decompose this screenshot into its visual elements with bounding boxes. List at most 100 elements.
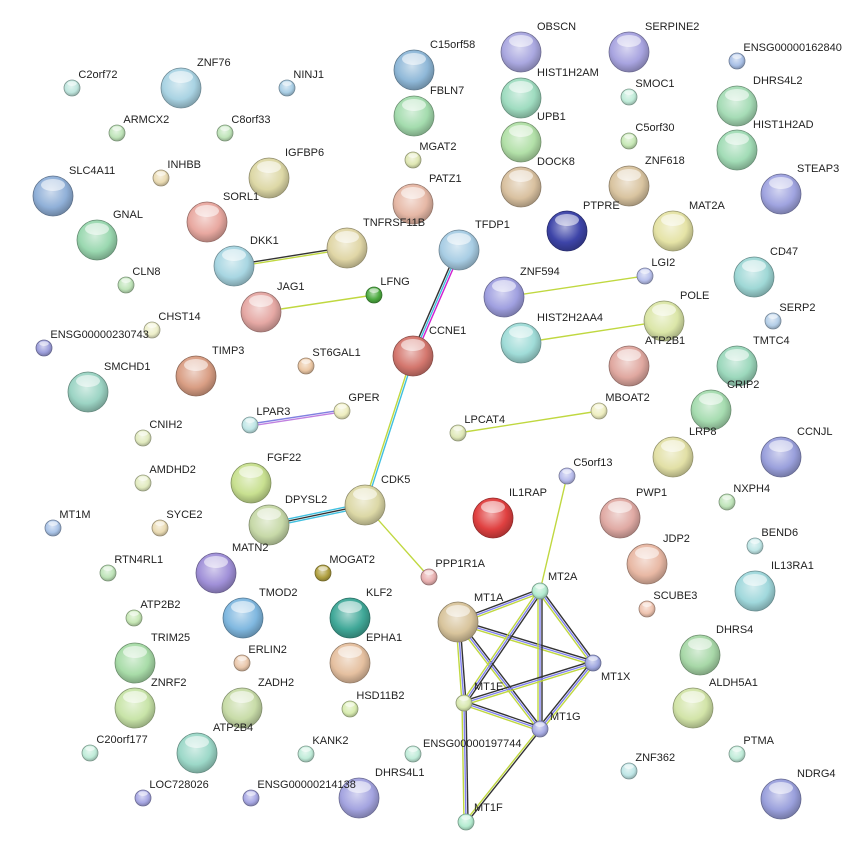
node-label[interactable]: MT1E (474, 681, 504, 693)
node-label[interactable]: MT1M (59, 509, 91, 521)
node-MATN2[interactable] (195, 552, 237, 594)
node-FGF22[interactable] (230, 462, 272, 504)
node-label[interactable]: MT1F (474, 802, 503, 814)
edge-HIST2H2AA4-POLE[interactable] (520, 320, 665, 344)
node-SYCE2[interactable] (151, 519, 169, 537)
node-label[interactable]: ERLIN2 (248, 644, 287, 656)
node-GNAL[interactable] (76, 219, 118, 261)
node-label[interactable]: MGAT2 (419, 141, 457, 153)
node-label[interactable]: CCNE1 (429, 325, 467, 337)
node-label[interactable]: ENSG00000230743 (50, 329, 149, 341)
edge-LPAR3-GPER[interactable] (249, 409, 343, 427)
node-LOC728026[interactable] (134, 789, 152, 807)
node-label[interactable]: NINJ1 (293, 69, 324, 81)
node-DKK1[interactable] (213, 245, 255, 287)
node-label[interactable]: FGF22 (267, 452, 302, 464)
node-IL1RAP[interactable] (472, 497, 514, 539)
edge-MT1G-MT1X[interactable] (537, 661, 596, 731)
node-ST6GAL1[interactable] (297, 357, 315, 375)
node-label[interactable]: ATP2B1 (645, 335, 686, 347)
node-label[interactable]: ST6GAL1 (312, 347, 361, 359)
node-label[interactable]: JAG1 (277, 281, 305, 293)
node-label[interactable]: SMOC1 (635, 78, 675, 90)
node-label[interactable]: ZADH2 (258, 677, 295, 689)
node-label[interactable]: POLE (680, 290, 710, 302)
node-KLF2[interactable] (329, 597, 371, 639)
node-FBLN7[interactable] (393, 95, 435, 137)
node-label[interactable]: DHRS4 (716, 624, 754, 636)
edge-MT1E-MT1G[interactable] (463, 700, 541, 732)
node-LPCAT4[interactable] (449, 424, 467, 442)
node-ATP2B2[interactable] (125, 609, 143, 627)
node-DPYSL2[interactable] (248, 504, 290, 546)
node-C15orf58[interactable] (393, 49, 435, 91)
node-SORL1[interactable] (186, 201, 228, 243)
node-SMCHD1[interactable] (67, 371, 109, 413)
node-HIST2H2AA4[interactable] (500, 322, 542, 364)
node-label[interactable]: IL1RAP (509, 487, 547, 499)
node-label[interactable]: ATP2B2 (140, 599, 181, 611)
node-label[interactable]: FBLN7 (430, 85, 465, 97)
node-HSD11B2[interactable] (341, 700, 359, 718)
node-label[interactable]: ENSG00000214138 (257, 779, 356, 791)
node-label[interactable]: ALDH5A1 (709, 677, 758, 689)
node-MT1M[interactable] (44, 519, 62, 537)
node-JDP2[interactable] (626, 543, 668, 585)
node-NINJ1[interactable] (278, 79, 296, 97)
node-SLC4A11[interactable] (32, 175, 74, 217)
node-label[interactable]: ZNF618 (645, 155, 685, 167)
node-label[interactable]: LOC728026 (149, 779, 209, 791)
node-label[interactable]: CDK5 (381, 474, 411, 486)
node-label[interactable]: NDRG4 (797, 768, 836, 780)
node-MOGAT2[interactable] (314, 564, 332, 582)
node-label[interactable]: JDP2 (663, 533, 690, 545)
node-GPER[interactable] (333, 402, 351, 420)
node-C2orf72[interactable] (63, 79, 81, 97)
node-SERP2[interactable] (764, 312, 782, 330)
node-label[interactable]: DOCK8 (537, 156, 575, 168)
node-TIMP3[interactable] (175, 355, 217, 397)
node-label[interactable]: LPCAT4 (464, 414, 506, 426)
node-label[interactable]: CLN8 (132, 266, 161, 278)
node-label[interactable]: ATP2B4 (213, 722, 254, 734)
edge-MT1A-MT1G[interactable] (455, 620, 543, 731)
node-MT1F[interactable] (457, 813, 475, 831)
node-ZADH2[interactable] (221, 687, 263, 729)
edge-MT2A-C5orf13[interactable] (539, 475, 568, 592)
node-label[interactable]: ZNF362 (635, 752, 676, 764)
node-MAT2A[interactable] (652, 210, 694, 252)
node-IGFBP6[interactable] (248, 157, 290, 199)
node-MBOAT2[interactable] (590, 402, 608, 420)
node-CNIH2[interactable] (134, 429, 152, 447)
node-INHBB[interactable] (152, 169, 170, 187)
node-label[interactable]: C15orf58 (430, 39, 476, 51)
node-label[interactable]: SCUBE3 (653, 590, 698, 602)
node-KANK2[interactable] (297, 745, 315, 763)
node-SCUBE3[interactable] (638, 600, 656, 618)
node-label[interactable]: KANK2 (312, 735, 349, 747)
node-HIST1H2AM[interactable] (500, 77, 542, 119)
node-label[interactable]: CD47 (770, 246, 799, 258)
node-label[interactable]: IL13RA1 (771, 560, 814, 572)
node-NDRG4[interactable] (760, 778, 802, 820)
node-DHRS4L2[interactable] (716, 85, 758, 127)
node-ZNF362[interactable] (620, 762, 638, 780)
node-LFNG[interactable] (365, 286, 383, 304)
node-label[interactable]: TMOD2 (259, 587, 298, 599)
node-ARMCX2[interactable] (108, 124, 126, 142)
node-label[interactable]: ARMCX2 (123, 114, 170, 126)
node-label[interactable]: MT1X (601, 671, 631, 683)
node-label[interactable]: CHST14 (158, 311, 201, 323)
node-ALDH5A1[interactable] (672, 687, 714, 729)
node-CLN8[interactable] (117, 276, 135, 294)
node-ENSG00000162840[interactable] (728, 52, 746, 70)
node-MT1E[interactable] (455, 694, 473, 712)
node-label[interactable]: CCNJL (797, 426, 833, 438)
node-label[interactable]: HIST1H2AD (753, 119, 814, 131)
node-ATP2B1[interactable] (608, 345, 650, 387)
node-label[interactable]: INHBB (167, 159, 202, 171)
node-UPB1[interactable] (500, 121, 542, 163)
node-LRP8[interactable] (652, 436, 694, 478)
node-label[interactable]: DKK1 (250, 235, 279, 247)
